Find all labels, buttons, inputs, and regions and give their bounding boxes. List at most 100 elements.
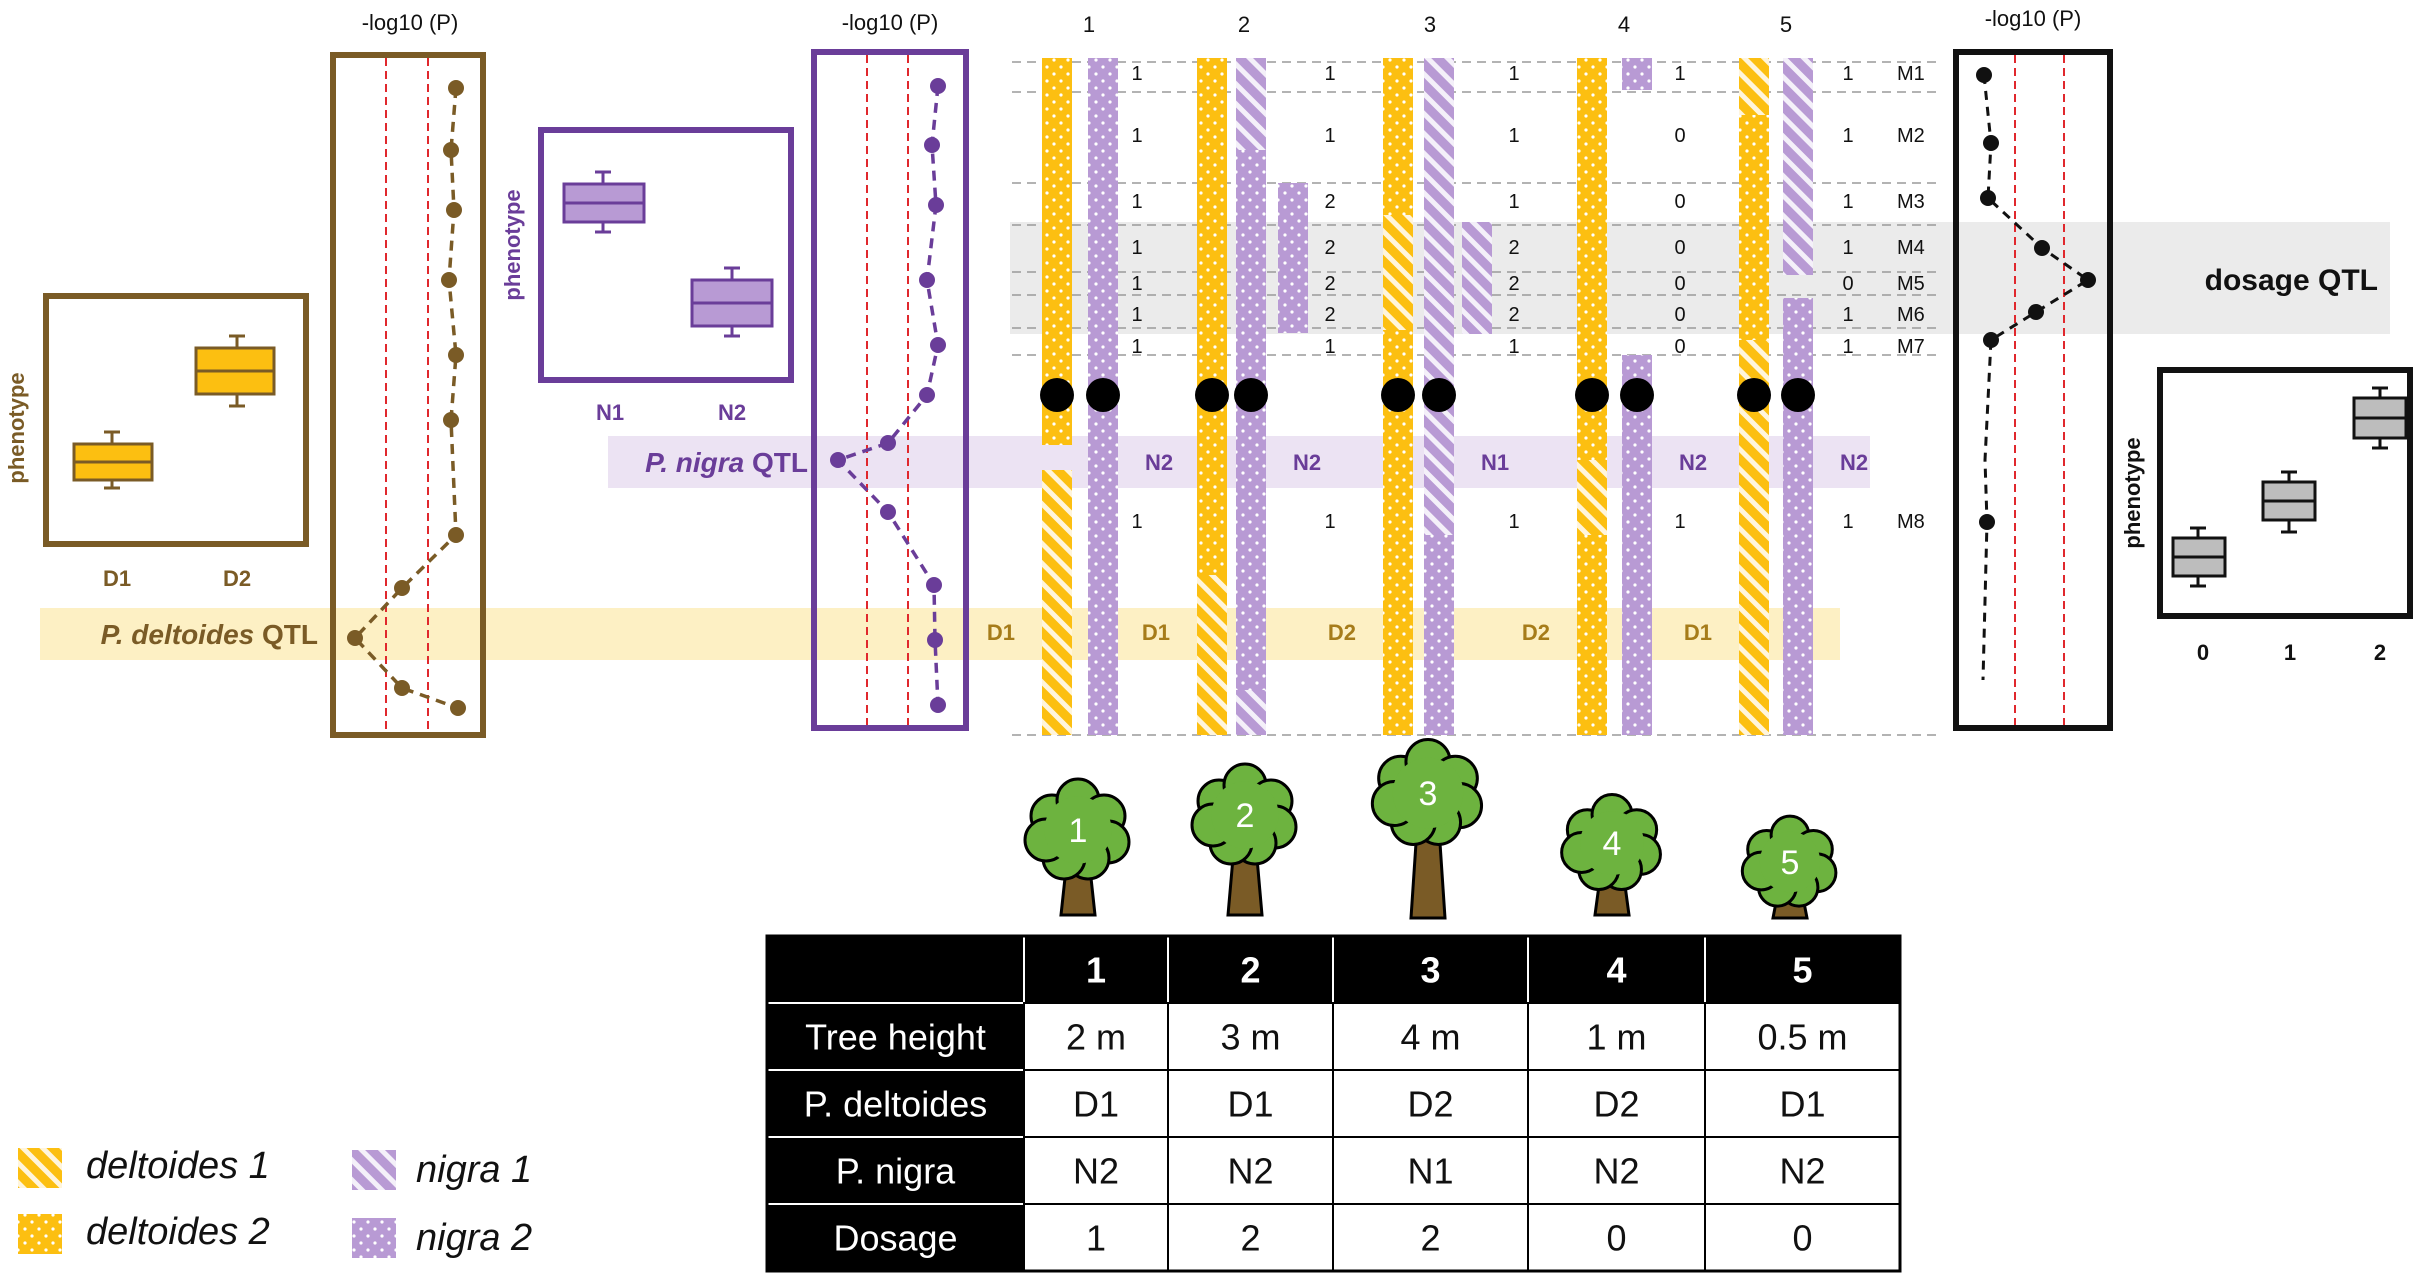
nigra-chromosome-segment [1236,150,1266,690]
table-cell-text: D2 [1593,1084,1639,1125]
nigra-call-label: N2 [1293,450,1321,475]
marker-value: 0 [1674,273,1685,295]
marker-value: 0 [1674,237,1685,259]
marker-label: M4 [1897,237,1925,259]
tree-number: 4 [1603,825,1622,863]
marker-value: 0 [1842,273,1853,295]
legend-item-nigra-2: nigra 2 [352,1217,532,1259]
marker-value: 1 [1508,63,1519,85]
nigra-qtl-label: P. nigra QTL [645,447,808,478]
marker-value: 1 [1324,336,1335,358]
marker-label: M1 [1897,63,1925,85]
nigra-chromosome-segment [1424,58,1454,535]
table-row-header [766,1136,1025,1205]
deltoides-lod-panel: -log10 (P) [330,10,486,738]
table-cell-text: 1 [1086,950,1106,991]
marker-value: 0 [1674,304,1685,326]
marker-label: M7 [1897,336,1925,358]
marker-value: 1 [1842,304,1853,326]
column-header: 2 [1238,12,1250,37]
nigra-call-label: N2 [1145,450,1173,475]
table-cell-text: N2 [1779,1151,1825,1192]
marker-value: 1 [1674,63,1685,85]
deltoides-boxplot: phenotype D1 D2 [4,293,309,591]
centromere [1781,378,1815,412]
marker-value: 1 [1508,191,1519,213]
deltoides-call-label: D1 [987,620,1015,645]
deltoides-axis-label: -log10 (P) [362,10,459,35]
table-cell-text: 5 [1792,950,1812,991]
centromere [1575,378,1609,412]
table-cell-text: 2 [1420,1218,1440,1259]
deltoides-chromosome-segment [1739,115,1769,340]
table-cell-text: 4 m [1400,1017,1460,1058]
nigra-phenotype-label: phenotype [500,189,525,300]
marker-value: 1 [1674,511,1685,533]
dosage-lod-panel: -log10 (P) [1953,6,2113,731]
table-header-cell [1332,935,1529,1004]
dosage-boxplot: phenotype 0 1 2 [2120,367,2413,665]
legend: deltoides 1 deltoides 2 nigra 1 nigra 2 [18,1145,532,1259]
dosage-group-0: 0 [2197,640,2209,665]
dosage-group-1: 1 [2284,640,2296,665]
marker-value: 2 [1508,273,1519,295]
marker-value: 2 [1324,191,1335,213]
table-cell-text: D1 [1779,1084,1825,1125]
deltoides-chromosome-segment [1739,58,1769,115]
nigra-call-label: N2 [1679,450,1707,475]
tree-5: 5 [1740,814,1838,920]
nigra-call-label: N1 [1481,450,1509,475]
table-cell-text: P. nigra [836,1151,956,1192]
marker-value: 1 [1842,125,1853,147]
nigra-chromosome-segment [1236,690,1266,735]
table-cell [1704,1002,1901,1071]
table-cell [1332,1002,1529,1071]
table-cell [1167,1203,1334,1272]
table-border [765,934,1902,1273]
table-header-cell [766,935,1025,1004]
marker-value: 1 [1131,336,1142,358]
tree-number: 1 [1069,812,1088,850]
tree-1: 1 [1023,777,1131,917]
marker-value: 0 [1674,125,1685,147]
legend-label-deltoides-1: deltoides 1 [86,1145,270,1187]
marker-value: 1 [1131,63,1142,85]
dosage-qtl-label: dosage QTL [2205,264,2378,297]
extra-nigra-segment [1278,183,1308,333]
marker-value: 1 [1842,191,1853,213]
tree-2: 2 [1190,762,1298,917]
deltoides-group-d1: D1 [103,566,131,591]
table-cell-text: 0 [1792,1218,1812,1259]
legend-swatch-deltoides-1 [18,1148,62,1188]
centromere [1422,378,1456,412]
table-cell-text: 3 [1420,950,1440,991]
table-cell [1023,1069,1169,1138]
legend-swatch-nigra-1 [352,1150,396,1190]
table-cell [1704,1136,1901,1205]
deltoides-phenotype-label: phenotype [4,372,29,483]
table-cell [1704,1069,1901,1138]
table-cell-text: Tree height [805,1017,986,1058]
column-header: 5 [1780,12,1792,37]
marker-value: 1 [1842,63,1853,85]
legend-label-deltoides-2: deltoides 2 [86,1211,270,1253]
marker-value: 1 [1508,336,1519,358]
nigra-chromosome-segment [1424,535,1454,735]
centromere [1737,378,1771,412]
tree-crown-center [1580,811,1644,875]
nigra-chromosome-segment [1783,58,1813,275]
marker-value: 1 [1131,191,1142,213]
marker-value: 1 [1324,125,1335,147]
marker-value: 2 [1324,237,1335,259]
table-cell-text: N2 [1593,1151,1639,1192]
nigra-boxplot: phenotype N1 N2 [500,127,794,425]
centromere [1234,378,1268,412]
table-cell-text: N1 [1407,1151,1453,1192]
marker-value: 1 [1508,125,1519,147]
table-cell [1167,1136,1334,1205]
centromere [1040,378,1074,412]
table-cell-text: 2 [1240,1218,1260,1259]
marker-label: M5 [1897,273,1925,295]
table-cell-text: P. deltoides [804,1084,987,1125]
